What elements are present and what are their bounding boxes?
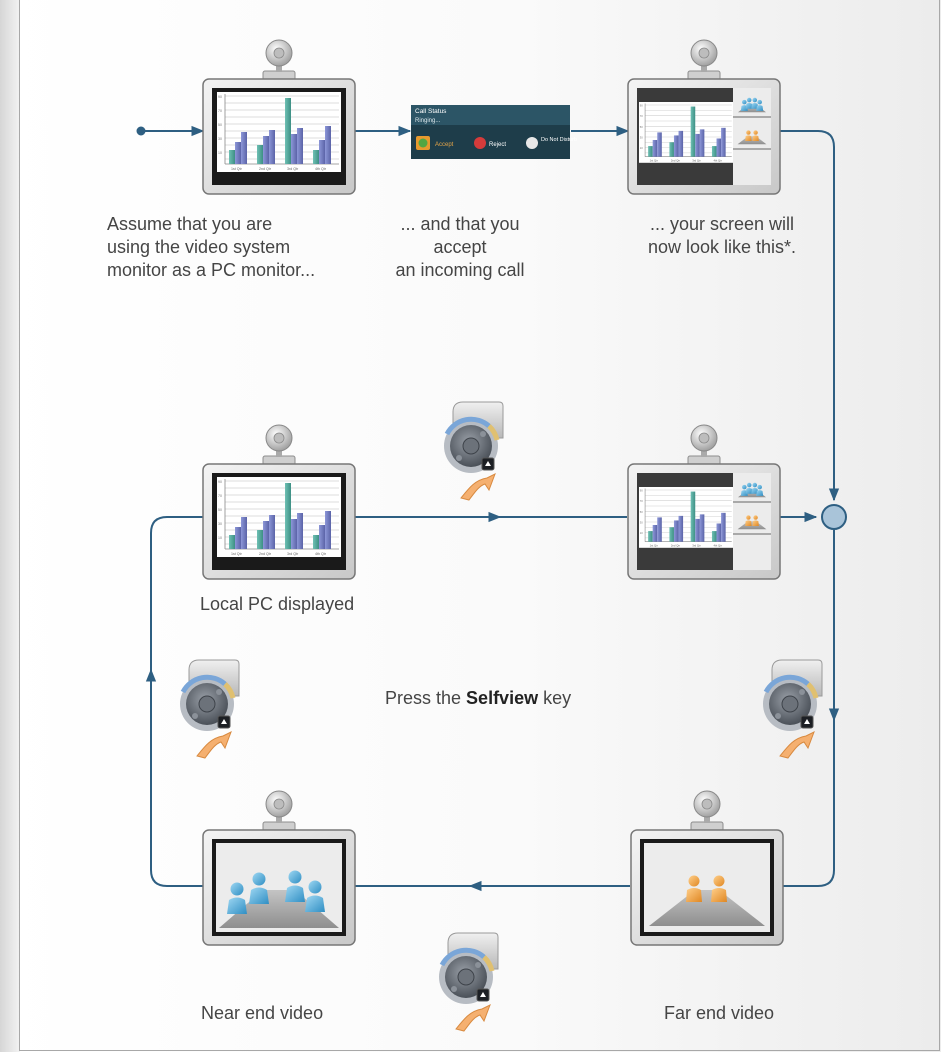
participants-icon (738, 482, 766, 498)
caption-step2: ... and that you accept an incoming call (395, 214, 525, 280)
camera-icon (687, 424, 721, 466)
call-status-title: Call Status (415, 108, 447, 115)
participants-icon (738, 97, 766, 113)
caption-local-pc: Local PC displayed (200, 594, 355, 614)
remote-control-icon (444, 402, 503, 500)
caption-step3: ... your screen will now look like this*… (647, 214, 797, 257)
monitor-icon (202, 790, 356, 946)
camera-icon (690, 790, 724, 832)
caption-near-end: Near end video (201, 1003, 324, 1023)
instruction-suffix: key (538, 688, 572, 708)
line-right-bottom (783, 720, 835, 887)
monitor-icon (627, 424, 781, 580)
monitor-icon (202, 424, 356, 580)
line-to-junction (779, 130, 840, 502)
left-shade (0, 0, 20, 1052)
dnd-icon (526, 137, 538, 149)
flow-junction (821, 504, 847, 530)
instruction-prefix: Press the (385, 688, 467, 708)
camera-icon (262, 39, 296, 81)
selfview-key-label: Selfview (466, 688, 539, 708)
participants-icon (649, 875, 765, 926)
call-status-dialog: Call Status Ringing... Accept Reject Do … (411, 105, 577, 159)
remote-control-icon (180, 660, 239, 758)
line-left-top (150, 516, 204, 670)
accept-label: Accept (435, 142, 454, 148)
dnd-label: Do Not Disturb (541, 137, 577, 143)
selfview-instruction: Press the Selfview key (385, 688, 571, 709)
call-status-state: Ringing... (415, 118, 441, 124)
reject-icon (474, 137, 486, 149)
remote-control-icon (439, 933, 498, 1031)
page-frame (19, 0, 940, 1051)
camera-icon (262, 424, 296, 466)
camera-icon (687, 39, 721, 81)
monitor-icon (627, 39, 781, 195)
participants-icon (219, 870, 339, 928)
remote-control-icon (763, 660, 822, 758)
arrow-up-left (145, 668, 203, 887)
camera-icon (262, 790, 296, 832)
participants-icon (737, 515, 767, 530)
flow-lines (136, 125, 840, 892)
monitor-icon (202, 39, 356, 195)
monitor-icon (630, 790, 784, 946)
caption-step1: Assume that you are using the video syst… (107, 214, 316, 280)
participants-icon (737, 130, 767, 145)
caption-far-end: Far end video (664, 1003, 775, 1023)
reject-label: Reject (489, 142, 506, 148)
